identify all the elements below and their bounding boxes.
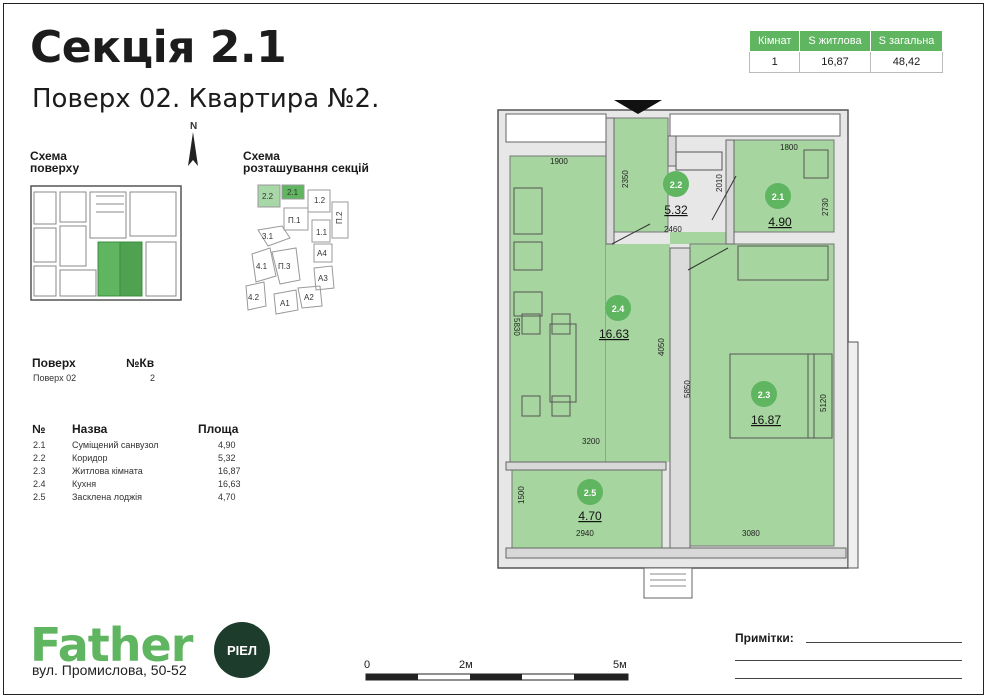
room-name: Житлова кімната	[72, 466, 143, 476]
section-label: 1.2	[314, 196, 326, 205]
apartment-plan: 2.2 5.32 2.1 4.90 2.4 16.63 2.3 16.87 2.…	[497, 100, 859, 599]
room-area-2-1: 4.90	[768, 215, 792, 229]
room-area: 16,63	[218, 479, 241, 489]
page-frame	[3, 3, 984, 695]
summary-value-living: 16,87	[799, 51, 871, 73]
summary-value-rooms: 1	[748, 51, 801, 73]
room-area-2-5: 4.70	[578, 509, 602, 523]
section-label: A2	[304, 293, 314, 302]
page-subtitle: Поверх 02. Квартира №2.	[32, 84, 380, 114]
room-area-2-3: 16.87	[751, 413, 781, 427]
scale-label: 2м	[459, 659, 473, 671]
brand-logo: Father	[30, 618, 193, 672]
scale-bar	[365, 673, 629, 681]
room-name: Коридор	[72, 453, 108, 463]
dim-label: 2940	[576, 529, 594, 538]
summary-value-total: 48,42	[869, 51, 944, 73]
section-label: 3.1	[262, 232, 274, 241]
section-label: П.2	[335, 211, 344, 224]
section-scheme-label-2: розташування секцій	[243, 161, 369, 175]
dim-label: 2350	[621, 170, 630, 188]
summary-header-living: S житлова	[799, 30, 871, 52]
room-num: 2.3	[33, 466, 46, 476]
dim-label: 5830	[512, 318, 521, 336]
floor-scheme-label-1: Схема	[30, 149, 67, 163]
rooms-header-num: №	[32, 422, 46, 436]
dim-label: 1800	[780, 143, 798, 152]
apt-label: №Кв	[126, 356, 155, 370]
notes-label: Примітки:	[735, 631, 794, 645]
floor-scheme-label-2: поверху	[30, 161, 80, 175]
dim-label: 3200	[582, 437, 600, 446]
floor-scheme-label: Схема поверху	[30, 150, 79, 174]
dim-label: 5850	[683, 380, 692, 398]
section-scheme-label-1: Схема	[243, 149, 280, 163]
section-label: 1.1	[316, 228, 328, 237]
section-label: A4	[317, 249, 327, 258]
floor-label: Поверх	[32, 356, 76, 370]
room-badge-2-3: 2.3	[758, 390, 771, 400]
room-area: 4,70	[218, 492, 236, 502]
section-label: П.1	[288, 216, 301, 225]
summary-header-total: S загальна	[869, 30, 944, 52]
notes-line[interactable]	[806, 642, 962, 643]
summary-table: Кімнат S житлова S загальна 1 16,87 48,4…	[748, 30, 944, 73]
room-num: 2.1	[33, 440, 46, 450]
dim-label: 5120	[819, 394, 828, 412]
floor-value: Поверх 02	[33, 373, 77, 383]
section-label: A3	[318, 274, 328, 283]
dim-label: 2010	[715, 174, 724, 192]
floor-scheme-drawing	[30, 185, 182, 301]
dim-label: 3080	[742, 529, 760, 538]
dim-label: 2730	[821, 198, 830, 216]
scale-label: 0	[364, 659, 371, 671]
dim-label: 4050	[657, 338, 666, 356]
room-name: Кухня	[72, 479, 97, 489]
room-badge-2-1: 2.1	[772, 192, 785, 202]
room-area: 4,90	[218, 440, 236, 450]
room-num: 2.5	[33, 492, 46, 502]
section-label: 4.2	[248, 293, 260, 302]
room-badge-2-5: 2.5	[584, 488, 597, 498]
section-scheme-label: Схема розташування секцій	[243, 150, 369, 174]
apt-value: 2	[150, 373, 156, 383]
room-area-2-2: 5.32	[664, 203, 688, 217]
dim-label: 1500	[517, 486, 526, 504]
section-label: П.3	[278, 262, 291, 271]
room-name: Суміщений санвузол	[72, 440, 159, 450]
dim-label: 2460	[664, 225, 682, 234]
notes-line[interactable]	[735, 660, 962, 661]
page-title: Секція 2.1	[30, 22, 287, 73]
room-name: Засклена лоджія	[72, 492, 143, 502]
brand-badge: РІЕЛ	[214, 622, 270, 678]
north-arrow-icon	[188, 132, 198, 166]
rooms-header-area: Площа	[198, 422, 239, 436]
room-num: 2.4	[33, 479, 46, 489]
brand-address: вул. Промислова, 50-52	[32, 662, 187, 678]
section-label: 2.2	[262, 192, 274, 201]
summary-header-rooms: Кімнат	[748, 30, 801, 52]
rooms-header-name: Назва	[72, 422, 108, 436]
room-area: 16,87	[218, 466, 241, 476]
room-area: 5,32	[218, 453, 236, 463]
dim-label: 1900	[550, 157, 568, 166]
room-badge-2-2: 2.2	[670, 180, 683, 190]
room-num: 2.2	[33, 453, 46, 463]
notes-line[interactable]	[735, 678, 962, 679]
north-label: N	[190, 121, 198, 132]
section-label: A1	[280, 299, 290, 308]
room-badge-2-4: 2.4	[612, 304, 625, 314]
scale-label: 5м	[613, 659, 627, 671]
section-scheme-drawing: 2.2 2.1 1.2 П.1 П.2 1.1 3.1 4.1 П.3 A4 A…	[245, 184, 349, 315]
section-label: 2.1	[287, 188, 299, 197]
section-label: 4.1	[256, 262, 268, 271]
room-area-2-4: 16.63	[599, 327, 629, 341]
